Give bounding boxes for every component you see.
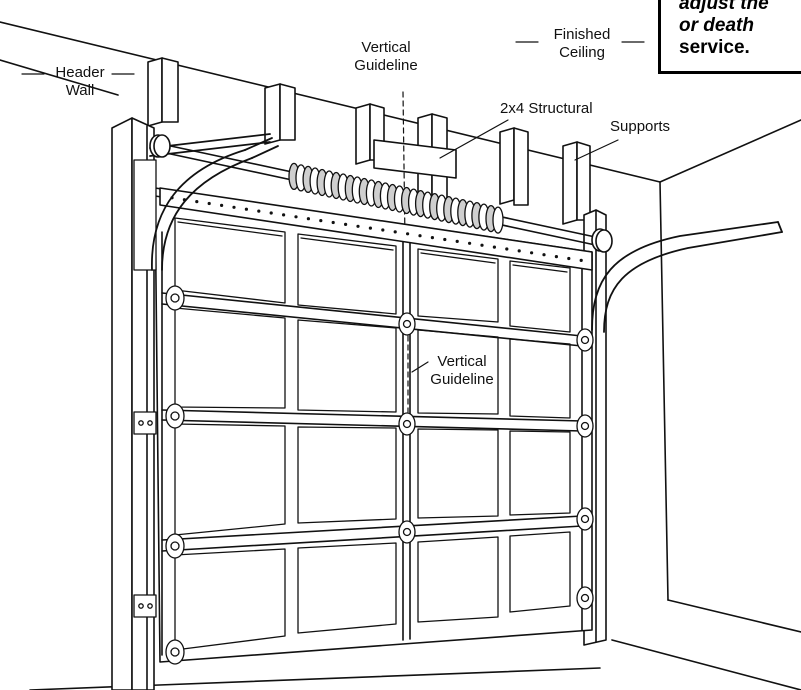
label-header-wall-line1: Header: [55, 64, 105, 81]
door-panels: [174, 217, 571, 651]
strut-hole: [567, 256, 571, 261]
strut-hole: [282, 213, 286, 217]
label-header-wall-line2: Wall: [65, 82, 95, 99]
strut-hole: [331, 220, 335, 225]
strut-hole: [244, 207, 248, 211]
right-track: [591, 221, 783, 333]
label-structural-supports-line1: 2x4 Structural: [500, 100, 593, 117]
strut-hole: [269, 211, 273, 215]
strut-hole: [554, 255, 559, 259]
strut-hole: [195, 200, 199, 204]
strut-hole: [344, 222, 348, 226]
warning-line1: adjust the: [679, 0, 769, 14]
strut-hole: [207, 201, 211, 206]
strut-hole: [182, 198, 186, 202]
jamb-brackets: [133, 159, 157, 618]
strut-hole: [542, 253, 546, 257]
warning-line2: or death: [679, 15, 754, 36]
strut-hole: [406, 232, 410, 236]
label-vertical-guideline-top: Vertical Guideline: [336, 39, 436, 75]
strut-hole: [306, 217, 310, 221]
label-finished-ceiling-line1: Finished: [553, 26, 611, 43]
structural-supports: [147, 57, 591, 225]
strut-hole: [418, 234, 422, 238]
strut-hole: [356, 224, 360, 228]
warning-box: adjust the or death service.: [658, 0, 801, 74]
strut-hole: [294, 215, 298, 219]
spring-coil: [492, 206, 504, 234]
garage-door: [154, 187, 593, 663]
strut-holes: [170, 196, 583, 262]
strut-hole: [170, 196, 174, 200]
vertical-guideline-top: [402, 91, 406, 241]
label-structural-supports-line2: Supports: [610, 118, 671, 135]
cable-drums: [149, 134, 613, 253]
label-vertical-guideline-mid: Vertical Guideline: [420, 353, 504, 389]
strut-hole: [257, 209, 261, 213]
strut-hole: [492, 245, 496, 249]
hinges: [165, 285, 594, 665]
strut-hole: [232, 205, 236, 209]
torsion-spring: [288, 162, 504, 234]
label-structural-supports: 2x4 Structural Supports: [500, 100, 690, 136]
strut-hole: [381, 228, 385, 232]
leader-lines: [21, 41, 645, 373]
label-vertical-guideline-mid-line1: Vertical: [437, 353, 487, 370]
label-finished-ceiling-line2: Ceiling: [559, 44, 605, 61]
strut-hole: [455, 239, 459, 243]
strut-hole: [393, 230, 397, 234]
section-rails: [161, 292, 583, 552]
strut-hole: [319, 219, 323, 223]
strut-hole: [220, 203, 224, 207]
strut-hole: [505, 247, 509, 251]
strut-hole: [530, 251, 534, 255]
strut-hole: [468, 241, 472, 245]
strut-hole: [517, 249, 521, 253]
top-strut: [159, 187, 593, 271]
label-vertical-guideline-mid-line2: Guideline: [430, 371, 494, 388]
label-finished-ceiling: Finished Ceiling: [540, 26, 624, 62]
strut-hole: [443, 237, 447, 242]
strut-hole: [368, 226, 372, 230]
strut-hole: [480, 243, 484, 247]
label-vertical-guideline-top-line2: Guideline: [354, 57, 418, 74]
strut-hole: [430, 236, 434, 240]
warning-line3: service.: [679, 37, 750, 58]
label-vertical-guideline-top-line1: Vertical: [361, 39, 411, 56]
strut-hole: [579, 258, 583, 262]
label-header-wall: Header Wall: [50, 64, 110, 100]
